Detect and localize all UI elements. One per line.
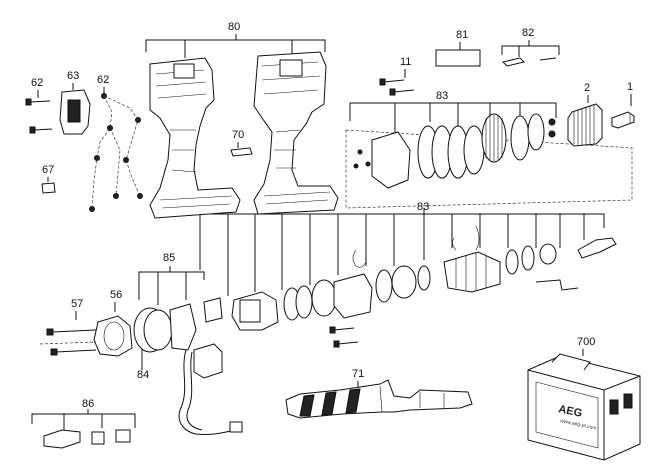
gearbox-top-assembly: [345, 113, 633, 209]
chuck-part-2: [567, 103, 603, 147]
housing-left-half: [149, 57, 241, 219]
label-81: 81: [456, 29, 468, 41]
label-86: 86: [82, 398, 94, 410]
label-83-bottom: 83: [417, 201, 429, 213]
label-84: 84: [137, 369, 149, 381]
bracket-86: [31, 409, 136, 430]
label-56: 56: [110, 289, 122, 301]
label-83-top: 83: [436, 90, 448, 102]
bracket-part-63: [59, 89, 91, 135]
case-brand-logo: AEG: [557, 403, 583, 420]
screws-62-left: [25, 98, 53, 134]
drivetrain-bottom-assembly: [203, 225, 617, 348]
label-62-right: 62: [97, 74, 109, 86]
bracket-82: [501, 40, 560, 57]
label-57: 57: [71, 298, 83, 310]
label-67: 67: [42, 164, 54, 176]
bracket-85: [138, 266, 205, 305]
screws-part-57: [39, 328, 97, 356]
housing-right-half: [253, 51, 339, 215]
fan-cover-part-56: [93, 315, 133, 357]
motor-electronics-85: [133, 303, 243, 435]
label-63: 63: [67, 70, 79, 82]
label-85: 85: [163, 252, 175, 264]
label-82: 82: [522, 27, 534, 39]
label-71: 71: [352, 368, 364, 380]
bracket-80: [145, 34, 326, 58]
screws-62-right: [89, 93, 143, 212]
label-1: 1: [627, 81, 633, 93]
screws-11: [379, 78, 415, 96]
label-80: 80: [228, 21, 240, 33]
small-parts-82: [502, 57, 557, 67]
bracket-83-bottom: [199, 208, 605, 296]
label-62-left: 62: [31, 77, 43, 89]
label-70: 70: [232, 129, 244, 141]
screw-part-1: [611, 111, 635, 129]
label-plate-81: [435, 49, 481, 67]
side-handle-71: [285, 379, 473, 419]
label-11: 11: [400, 56, 411, 68]
small-parts-86: [43, 429, 131, 449]
carrying-case-700: AEG www.aeg-pt.com: [527, 353, 641, 461]
clip-part-70: [230, 147, 253, 157]
label-700: 700: [577, 336, 595, 348]
clip-part-67: [41, 182, 56, 194]
label-2: 2: [584, 82, 590, 94]
